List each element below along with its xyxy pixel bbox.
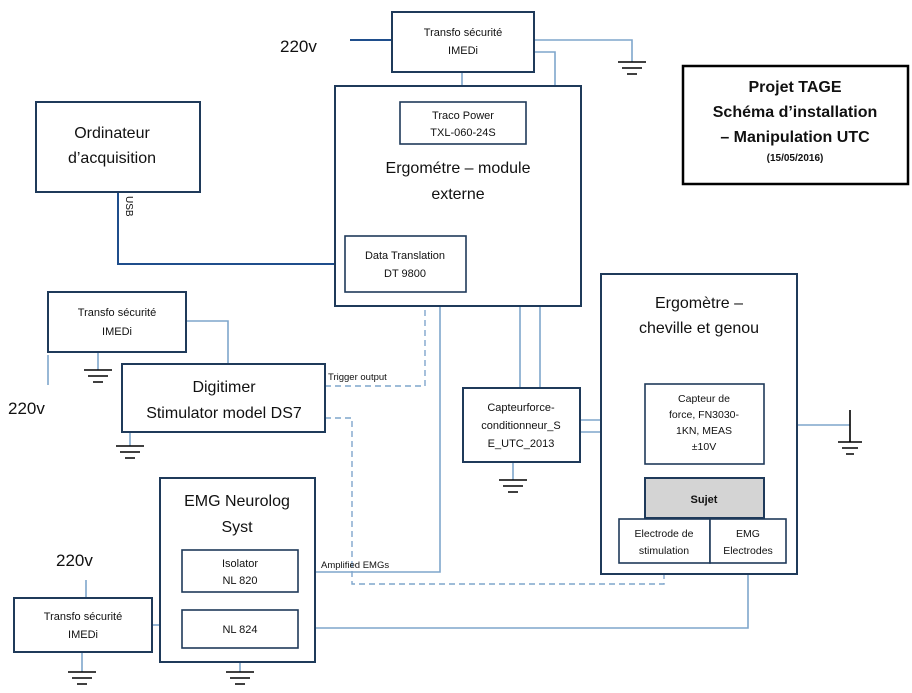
capteur-conditionneur-line3: E_UTC_2013 bbox=[488, 438, 555, 450]
electrode-stim-box bbox=[618, 518, 711, 564]
data-translation-line2: DT 9800 bbox=[384, 268, 426, 280]
transfo-bottom-box bbox=[13, 597, 153, 653]
transfo-left-box bbox=[47, 291, 187, 353]
capteur-force-line3: 1KN, MEAS bbox=[676, 425, 732, 437]
isolator-line2: NL 820 bbox=[222, 575, 257, 587]
capteur-conditionneur-line1: Capteurforce- bbox=[487, 402, 555, 414]
usb-label: USB bbox=[123, 196, 134, 217]
ground-symbol-capteur bbox=[499, 479, 527, 493]
supply-label-bottom: 220v bbox=[56, 551, 93, 570]
capteur-force-line4: ±10V bbox=[692, 441, 716, 453]
transfo-bottom-line2: IMEDi bbox=[68, 629, 98, 641]
traco-power-line2: TXL-060-24S bbox=[430, 127, 495, 139]
title-box bbox=[681, 64, 910, 186]
transfo-bottom-line1: Transfo sécurité bbox=[44, 611, 122, 623]
digitimer-line2: Stimulator model DS7 bbox=[146, 405, 302, 422]
ordinateur-line2: d’acquisition bbox=[68, 150, 156, 167]
emg-electrodes-line1: EMG bbox=[736, 528, 760, 540]
data-translation-line1: Data Translation bbox=[365, 250, 445, 262]
ergometre-cheville-line2: cheville et genou bbox=[639, 320, 759, 337]
ordinateur-box bbox=[35, 101, 201, 193]
supply-label-top: 220v bbox=[280, 37, 317, 56]
nl824-label: NL 824 bbox=[222, 624, 257, 636]
capteur-force-line1: Capteur de bbox=[678, 393, 730, 405]
ground-symbol-emg bbox=[226, 671, 254, 685]
ground-symbol-digitimer bbox=[116, 445, 144, 459]
transfo-top-box bbox=[391, 11, 535, 73]
title-line3: – Manipulation UTC bbox=[720, 129, 870, 146]
transfo-left-line2: IMEDi bbox=[102, 326, 132, 338]
wire-usb bbox=[117, 192, 345, 265]
supply-label-left: 220v bbox=[8, 399, 45, 418]
capteur-force-box bbox=[644, 383, 765, 465]
electrode-stim-line1: Electrode de bbox=[635, 528, 694, 540]
wire-transfo-left-digitimer bbox=[186, 320, 229, 364]
isolator-box bbox=[181, 549, 299, 593]
electrode-stim-line2: stimulation bbox=[639, 545, 689, 557]
transfo-left-line1: Transfo sécurité bbox=[78, 307, 156, 319]
ground-symbol-right bbox=[838, 410, 862, 455]
emg-neurolog-line1: EMG Neurolog bbox=[184, 493, 290, 510]
wire-amplified-emgs bbox=[298, 292, 441, 573]
ergometre-externe-line1: Ergométre – module bbox=[386, 160, 531, 177]
trigger-label: Trigger output bbox=[328, 372, 387, 383]
wire-trigger bbox=[325, 292, 426, 387]
title-line1: Projet TAGE bbox=[748, 79, 841, 96]
capteur-conditionneur-line2: conditionneur_S bbox=[481, 420, 561, 432]
capteur-conditionneur-box bbox=[462, 387, 581, 463]
transfo-top-line2: IMEDi bbox=[448, 45, 478, 57]
capteur-force-line2: force, FN3030- bbox=[669, 409, 740, 421]
sujet-label: Sujet bbox=[691, 494, 718, 506]
emg-electrodes-line2: Electrodes bbox=[723, 545, 773, 557]
emg-electrodes-box bbox=[709, 518, 787, 564]
ground-symbol-left-transfo bbox=[84, 369, 112, 383]
emg-neurolog-line2: Syst bbox=[221, 519, 253, 536]
title-date: (15/05/2016) bbox=[767, 153, 824, 164]
ergometre-cheville-line1: Ergomètre – bbox=[655, 295, 743, 312]
ordinateur-line1: Ordinateur bbox=[74, 125, 150, 142]
digitimer-box bbox=[121, 363, 326, 433]
traco-power-line1: Traco Power bbox=[432, 110, 494, 122]
traco-power-box bbox=[399, 101, 527, 145]
ground-symbol-transfo-bottom bbox=[68, 671, 96, 685]
amplified-label: Amplified EMGs bbox=[321, 560, 389, 571]
wire-digitimer-electrode bbox=[325, 417, 665, 585]
ergometre-externe-line2: externe bbox=[431, 186, 484, 203]
ground-symbol-top-right bbox=[618, 61, 646, 75]
transfo-top-line1: Transfo sécurité bbox=[424, 27, 502, 39]
wire-nl824-emg bbox=[298, 563, 749, 629]
data-translation-box bbox=[344, 235, 467, 293]
nl824-box bbox=[181, 609, 299, 649]
title-line2: Schéma d’installation bbox=[713, 104, 877, 121]
isolator-line1: Isolator bbox=[222, 558, 258, 570]
sujet-box bbox=[644, 477, 765, 519]
wire-transfo-top-ground bbox=[534, 39, 633, 62]
digitimer-line1: Digitimer bbox=[192, 379, 256, 396]
